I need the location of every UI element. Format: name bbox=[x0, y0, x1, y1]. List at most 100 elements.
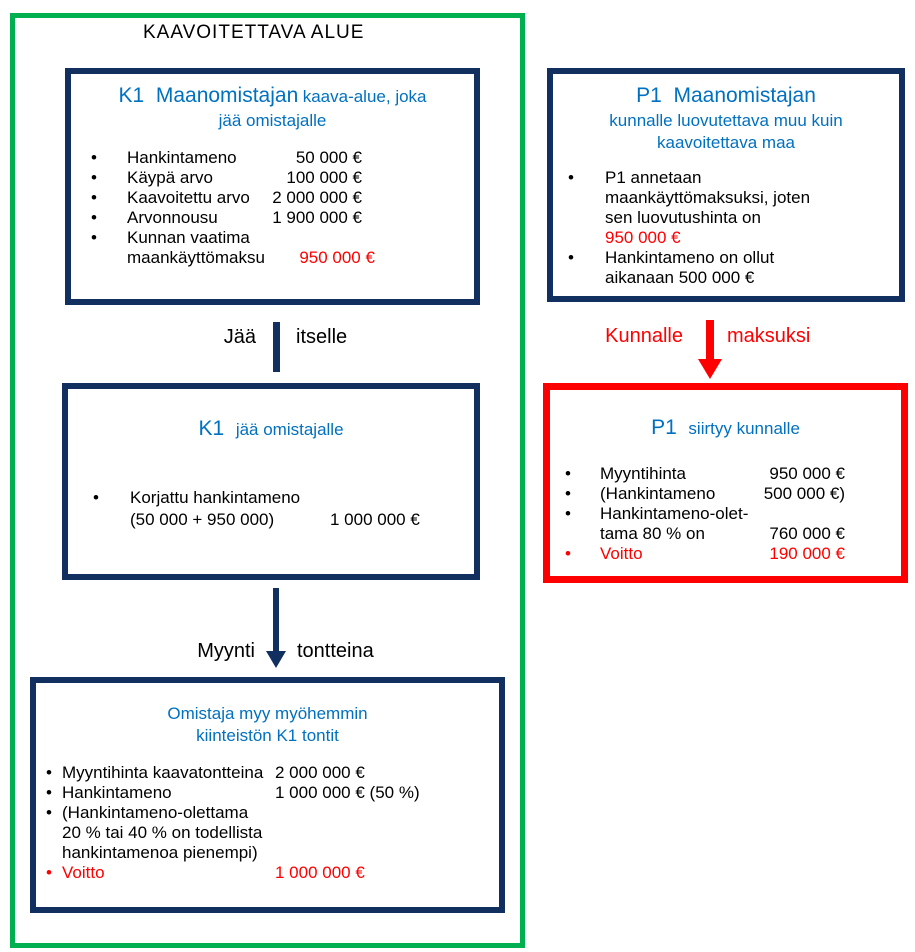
item-detail: (50 000 + 950 000) 1 000 000 € bbox=[130, 509, 420, 531]
list-item: • Hankintameno on ollut aikanaan 500 000… bbox=[568, 248, 899, 288]
list-item: • Kaavoitettu arvo 2 000 000 € bbox=[91, 188, 362, 208]
jaa-label: Jää bbox=[223, 326, 256, 348]
list-item-highlight: • Voitto 1 000 000 € bbox=[46, 863, 499, 883]
item-value: 2 000 000 € bbox=[272, 188, 362, 207]
item-label: aikanaan 500 000 € bbox=[605, 268, 755, 287]
list-item: • Myyntihinta 950 000 € bbox=[565, 464, 845, 484]
bullet-icon: • bbox=[91, 188, 97, 207]
list-item: • Arvonnousu 1 900 000 € bbox=[91, 208, 362, 228]
p1-municipality-list: • Myyntihinta 950 000 € • (Hankintameno … bbox=[550, 464, 901, 564]
item-label: P1 annetaan bbox=[605, 168, 702, 187]
item-value: 1 000 000 € bbox=[330, 510, 420, 529]
k1-owner-box-header: K1 Maanomistajan kaava-alue, joka bbox=[71, 84, 474, 110]
bullet-icon: • bbox=[568, 248, 574, 267]
p1-owner-subtitle1: kunnalle luovutettava muu kuin bbox=[609, 111, 843, 130]
p1-owner-list: • P1 annetaan maankäyttömaksuksi, joten … bbox=[553, 168, 899, 288]
kunnalle-arrow-shaft bbox=[706, 320, 714, 360]
p1-municipality-box: P1 siirtyy kunnalle • Myyntihinta 950 00… bbox=[543, 383, 908, 583]
p1-owner-header: P1 Maanomistajan bbox=[553, 74, 899, 110]
k1-sale-title: Omistaja myy myöhemmin kiinteistön K1 to… bbox=[36, 683, 499, 747]
list-item: • Kunnan vaatima maankäyttömaksu 950 000… bbox=[91, 228, 375, 268]
k1-sale-title-line2: kiinteistön K1 tontit bbox=[196, 726, 339, 745]
k1-sale-list: • Myyntihinta kaavatontteina 2 000 000 €… bbox=[36, 763, 499, 883]
k1-owner-list: • Hankintameno 50 000 € • Käypä arvo 100… bbox=[71, 148, 474, 268]
bullet-icon: • bbox=[46, 763, 52, 782]
kunnalle-arrow-head-icon bbox=[698, 359, 722, 379]
item-value-highlight: 190 000 € bbox=[769, 544, 845, 563]
item-formula: (50 000 + 950 000) bbox=[130, 510, 275, 529]
bullet-icon: • bbox=[91, 208, 97, 227]
item-label: hankintamenoa pienempi) bbox=[62, 843, 258, 862]
zoned-area-container bbox=[10, 13, 525, 948]
list-item: • Hankintameno 50 000 € bbox=[91, 148, 362, 168]
kunnalle-label: Kunnalle bbox=[605, 325, 683, 347]
item-label: Arvonnousu bbox=[127, 208, 218, 227]
maksuksi-label: maksuksi bbox=[727, 325, 811, 347]
p1-code: P1 bbox=[651, 416, 677, 439]
bullet-icon: • bbox=[565, 504, 571, 523]
k1-owner-name: Maanomistajan bbox=[155, 84, 299, 107]
item-label: Voitto bbox=[600, 544, 643, 563]
item-label: Hankintameno bbox=[127, 148, 237, 167]
item-value-highlight: 950 000 € bbox=[605, 228, 681, 247]
bullet-icon: • bbox=[46, 783, 52, 802]
list-item: • (Hankintameno 500 000 €) bbox=[565, 484, 845, 504]
zoned-area-title: KAAVOITETTAVA ALUE bbox=[143, 22, 365, 43]
p1-owner-box: P1 Maanomistajan kunnalle luovutettava m… bbox=[547, 68, 905, 302]
k1-owner-subtitle1: kaava-alue, joka bbox=[302, 87, 427, 106]
item-label: Hankintameno on ollut bbox=[605, 248, 775, 267]
p1-owner-subtitle2: kaavoitettava maa bbox=[657, 133, 795, 152]
p1-municipality-subtitle: siirtyy kunnalle bbox=[688, 419, 800, 438]
bullet-icon: • bbox=[46, 863, 52, 882]
myynti-arrow-shaft bbox=[273, 588, 279, 652]
list-item: • Hankintameno 1 000 000 € (50 %) bbox=[46, 783, 499, 803]
bullet-icon: • bbox=[91, 168, 97, 187]
item-label: Käypä arvo bbox=[127, 168, 213, 187]
k1-sale-box: Omistaja myy myöhemmin kiinteistön K1 to… bbox=[30, 677, 505, 913]
k1-code: K1 bbox=[198, 417, 225, 440]
myynti-arrow-head-icon bbox=[266, 651, 286, 668]
item-label: Korjattu hankintameno bbox=[130, 488, 301, 507]
bullet-icon: • bbox=[91, 148, 97, 167]
list-item: • Käypä arvo 100 000 € bbox=[91, 168, 362, 188]
item-label: Hankintameno-olet- bbox=[600, 504, 749, 523]
item-value: 950 000 € bbox=[769, 464, 845, 483]
list-item: • P1 annetaan maankäyttömaksuksi, joten … bbox=[568, 168, 899, 248]
item-label: tama 80 % on bbox=[600, 524, 705, 543]
p1-municipality-header: P1 siirtyy kunnalle bbox=[550, 390, 901, 442]
p1-code: P1 bbox=[636, 84, 662, 107]
item-label: Kunnan vaatima bbox=[127, 228, 250, 247]
item-label: maankäyttömaksuksi, joten bbox=[605, 188, 811, 207]
bullet-icon: • bbox=[91, 228, 97, 247]
bullet-icon: • bbox=[565, 544, 571, 563]
item-label: sen luovutushinta on bbox=[605, 208, 761, 227]
k1-remains-subtitle: jää omistajalle bbox=[235, 420, 344, 439]
item-value: 500 000 €) bbox=[763, 484, 845, 503]
itselle-label: itselle bbox=[296, 326, 348, 348]
item-value: 2 000 000 € bbox=[275, 763, 365, 782]
item-label: (Hankintameno bbox=[600, 484, 716, 503]
jaa-itselle-connector-bar bbox=[273, 322, 280, 372]
k1-code: K1 bbox=[118, 84, 145, 107]
bullet-icon: • bbox=[568, 168, 574, 187]
list-item: • Korjattu hankintameno (50 000 + 950 00… bbox=[68, 487, 474, 531]
bullet-icon: • bbox=[565, 464, 571, 483]
bullet-icon: • bbox=[93, 488, 99, 507]
item-label: (Hankintameno-olettama bbox=[62, 803, 249, 822]
list-item: • Myyntihinta kaavatontteina 2 000 000 € bbox=[46, 763, 499, 783]
item-label: Voitto bbox=[62, 863, 105, 882]
k1-owner-box: K1 Maanomistajan kaava-alue, joka jää om… bbox=[65, 68, 480, 305]
item-value-highlight: 1 000 000 € bbox=[275, 863, 365, 882]
item-label: 20 % tai 40 % on todellista bbox=[62, 823, 263, 842]
k1-sale-title-line1: Omistaja myy myöhemmin bbox=[167, 704, 368, 723]
item-label: Hankintameno bbox=[62, 783, 172, 802]
item-value: 50 000 € bbox=[295, 148, 362, 167]
k1-remains-header: K1 jää omistajalle bbox=[68, 389, 474, 443]
item-value: 100 000 € bbox=[286, 168, 362, 187]
item-label: Kaavoitettu arvo bbox=[127, 188, 250, 207]
item-label: Myyntihinta kaavatontteina bbox=[62, 763, 264, 782]
k1-remains-box: K1 jää omistajalle • Korjattu hankintame… bbox=[62, 383, 480, 580]
myynti-label: Myynti bbox=[197, 640, 255, 662]
p1-owner-name: Maanomistajan bbox=[673, 84, 816, 107]
